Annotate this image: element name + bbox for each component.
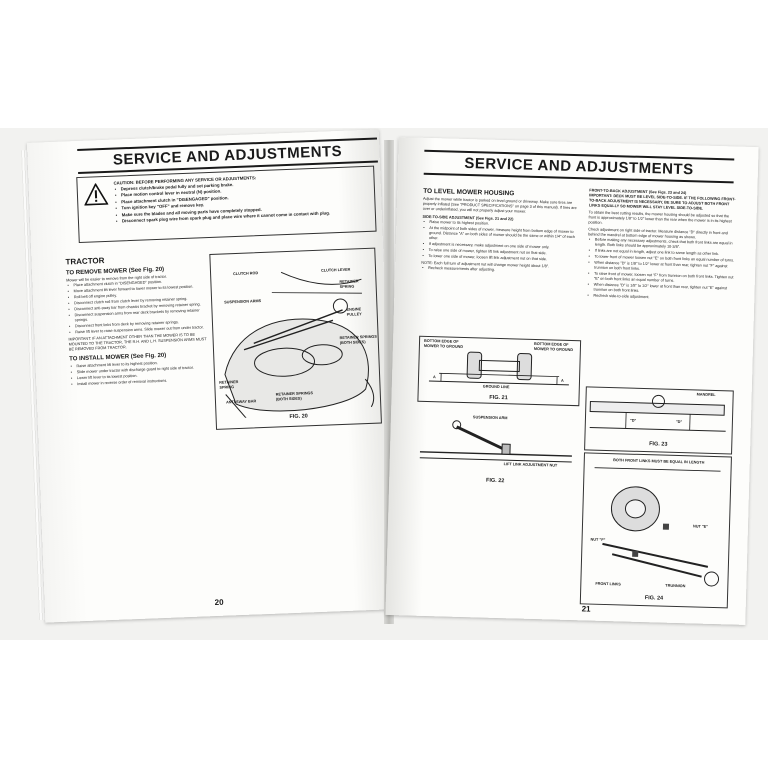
callout-retainer-spring-left: RETAINER SPRING: [219, 379, 239, 390]
fig23-mandrel: MANDREL: [696, 392, 716, 398]
fig24-trunnion: TRUNNION: [665, 583, 686, 589]
mower-deck-illustration: [224, 271, 375, 419]
callout-retainer-springs-bottom: RETAINER SPRINGS (BOTH SIDES): [275, 391, 314, 402]
level-intro: Adjust the mower while tractor is parked…: [422, 196, 577, 214]
right-page-number: 21: [581, 604, 591, 614]
lift-link-illustration: [419, 420, 572, 463]
fig24-label: FIG. 24: [644, 595, 664, 602]
fig20-frame: CLUTCH ROD CLUTCH LEVER RETAINER SPRING …: [209, 247, 382, 430]
book-spine: [384, 140, 394, 624]
right-text-column-right: FRONT-TO-BACK ADJUSTMENT (See Figs. 23 a…: [586, 188, 737, 303]
callout-engine-pulley: ENGINE PULLEY: [346, 307, 362, 317]
fig22-frame: SUSPENSION ARM LIFT LINK ADJUSTMENT NUT …: [415, 406, 577, 490]
callout-retainer-springs-right: RETAINER SPRINGS (BOTH SIDES): [339, 334, 377, 345]
fig21-a-left: A: [432, 375, 436, 380]
callout-clutch-rod: CLUTCH ROD: [233, 271, 259, 277]
fig24-front-links: FRONT LINKS: [595, 581, 621, 587]
fig24-nut-e: NUT "E": [692, 524, 709, 529]
right-text-column-left: TO LEVEL MOWER HOUSING Adjust the mower …: [421, 184, 581, 276]
front-intro: To obtain the best cutting results, the …: [588, 210, 732, 225]
fig23-d-rear: "D": [675, 419, 683, 425]
front-important: IMPORTANT: DECK MUST BE LEVEL SIDE-TO-SI…: [588, 193, 736, 211]
fig24-frame: BOTH FRONT LINKS MUST BE EQUAL IN LENGTH…: [579, 452, 732, 609]
tractor-front-illustration: [428, 351, 569, 386]
fig21-right-callout: BOTTOM EDGE OF MOWER TO GROUND: [533, 341, 574, 352]
front-links-illustration: [594, 467, 721, 587]
remove-steps: Place attachment clutch in "DISENGAGED" …: [66, 278, 208, 335]
fig23-frame: MANDREL "D" "D" FIG. 23: [584, 386, 734, 455]
fig21-left-callout: BOTTOM EDGE OF MOWER TO GROUND: [423, 338, 464, 349]
left-page: SERVICE AND ADJUSTMENTS CAUTION: BEFORE …: [26, 129, 398, 623]
caution-box: CAUTION: BEFORE PERFORMING ANY SERVICE O…: [76, 165, 377, 244]
fig23-d-front: "D": [629, 418, 637, 423]
tractor-heading: TRACTOR: [65, 256, 105, 267]
important-note: IMPORTANT: IF AN ATTACHMENT OTHER THAN T…: [68, 332, 207, 352]
fig21-a-right: A: [560, 378, 564, 383]
left-text-column: TRACTOR TO REMOVE MOWER (See Fig. 20) Mo…: [65, 248, 210, 388]
front-to-back-steps: Before making any necessary adjustments,…: [586, 237, 736, 302]
fig21-ground-line: GROUND LINE: [482, 384, 510, 390]
caution-text: CAUTION: BEFORE PERFORMING ANY SERVICE O…: [113, 171, 370, 225]
side-to-side-steps: Raise mower to its highest position.At t…: [421, 220, 580, 263]
install-steps: Raise attachment lift lever to its highe…: [69, 359, 210, 387]
fig24-nut-f: NUT "F": [590, 537, 606, 542]
right-page: SERVICE AND ADJUSTMENTS TO LEVEL MOWER H…: [385, 137, 759, 625]
mandrel-illustration: [589, 394, 726, 432]
warning-triangle-icon: [84, 182, 109, 206]
left-page-number: 20: [214, 597, 224, 608]
callout-retainer-spring-top: RETAINER SPRING: [339, 279, 359, 289]
right-header-block: SERVICE AND ADJUSTMENTS: [423, 149, 735, 184]
fig21-frame: BOTTOM EDGE OF MOWER TO GROUND BOTTOM ED…: [417, 335, 582, 407]
